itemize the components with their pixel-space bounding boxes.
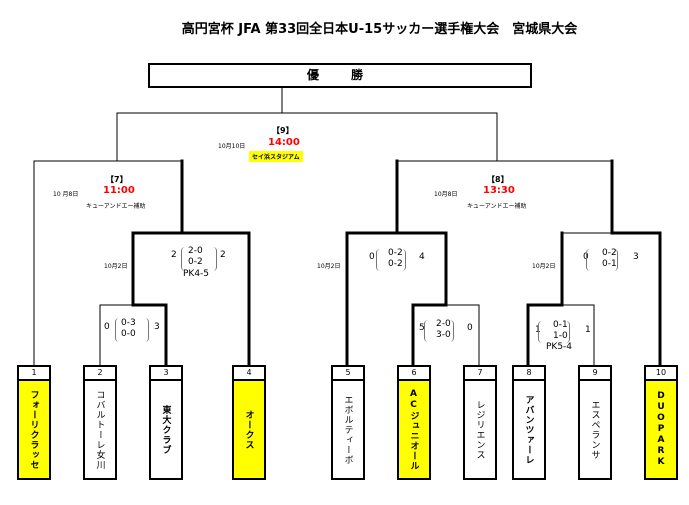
team-number: 5 (333, 367, 363, 381)
score-half-1: 2-0 (436, 319, 451, 329)
team-number: 4 (234, 367, 264, 381)
team-number: 3 (151, 367, 181, 381)
team-box-8[interactable]: 8 アバンツァーレ (512, 365, 546, 480)
score-half-2: 0-1 (602, 259, 617, 269)
team-name: アバンツァーレ (523, 394, 534, 465)
score-left: 5 (419, 323, 425, 333)
score-bracket (376, 249, 406, 271)
score-right: 2 (220, 250, 226, 260)
score-bracket (538, 321, 570, 343)
semi-left-venue: キューアンドエー補助 (86, 203, 146, 210)
team-number: 7 (465, 367, 495, 381)
champion-box: 優 勝 (148, 63, 532, 88)
team-box-10[interactable]: 10 DUOPARK (644, 365, 678, 480)
score-half-2: 0-2 (388, 259, 403, 269)
score-right: 0 (467, 323, 473, 333)
semi-left-date: 10 月8日 (53, 191, 79, 198)
score-left: 2 (171, 250, 177, 260)
score-right: 1 (585, 325, 591, 335)
round2-date-mid: 10月2日 (317, 263, 341, 270)
score-half-2: 0-2 (188, 257, 203, 267)
score-pk: PK4-5 (183, 269, 210, 279)
semi-right-venue: キューアンドエー補助 (467, 203, 527, 210)
semi-left-time: 11:00 (103, 185, 135, 196)
score-left: 0 (583, 252, 589, 262)
score-pk: PK5-4 (546, 342, 573, 352)
score-bracket (115, 318, 149, 342)
score-right: 3 (633, 252, 639, 262)
team-name: ACジュニオール (408, 388, 419, 471)
score-left: 1 (535, 325, 541, 335)
team-number: 10 (646, 367, 676, 381)
score-half-1: 0-2 (602, 248, 617, 258)
score-right: 3 (154, 322, 160, 332)
score-bracket (181, 247, 217, 271)
score-half-1: 2-0 (188, 246, 203, 256)
final-venue: セイ浜スタジアム (249, 151, 303, 162)
team-name: エボルティーボ (342, 394, 353, 465)
team-number: 6 (399, 367, 429, 381)
team-box-6[interactable]: 6 ACジュニオール (397, 365, 431, 480)
score-right: 4 (419, 252, 425, 262)
team-box-5[interactable]: 5 エボルティーボ (331, 365, 365, 480)
score-half-1: 0-3 (121, 318, 136, 328)
team-box-3[interactable]: 3 東大クラブ (149, 365, 183, 480)
team-number: 2 (85, 367, 115, 381)
round2-date-right: 10月2日 (532, 263, 556, 270)
semi-left-match-number: 【7】 (106, 175, 128, 184)
team-box-7[interactable]: 7 レジリエンス (463, 365, 497, 480)
team-number: 9 (580, 367, 610, 381)
final-date: 10月10日 (218, 143, 246, 150)
score-half-1: 0-1 (553, 320, 568, 330)
team-box-9[interactable]: 9 エスペランサ (578, 365, 612, 480)
team-number: 1 (19, 367, 49, 381)
team-name: フォーリクラッセ (28, 389, 39, 470)
team-box-4[interactable]: 4 オークス (232, 365, 266, 480)
team-name: 東大クラブ (160, 404, 171, 455)
team-name: DUOPARK (656, 391, 666, 468)
score-half-2: 0-0 (121, 329, 136, 339)
round2-date-left: 10月2日 (104, 263, 128, 270)
semi-right-date: 10月8日 (434, 191, 458, 198)
team-number: 8 (514, 367, 544, 381)
score-half-2: 3-0 (436, 330, 451, 340)
semi-right-time: 13:30 (483, 185, 515, 196)
score-bracket (586, 249, 618, 271)
team-name: レジリエンス (474, 399, 485, 460)
score-bracket (424, 320, 454, 342)
team-name: エスペランサ (589, 399, 600, 460)
tournament-title: 高円宮杯 JFA 第33回全日本U-15サッカー選手権大会 宮城県大会 (181, 22, 578, 37)
final-match-number: 【9】 (272, 126, 294, 135)
team-name: オークス (243, 409, 254, 450)
score-left: 0 (369, 252, 375, 262)
semi-right-match-number: 【8】 (487, 175, 509, 184)
final-time: 14:00 (268, 137, 300, 148)
team-name: コバルトーレ女川 (94, 389, 105, 470)
score-half-1: 0-2 (388, 248, 403, 258)
team-box-1[interactable]: 1 フォーリクラッセ (17, 365, 51, 480)
score-half-2: 1-0 (553, 331, 568, 341)
score-left: 0 (104, 322, 110, 332)
team-box-2[interactable]: 2 コバルトーレ女川 (83, 365, 117, 480)
